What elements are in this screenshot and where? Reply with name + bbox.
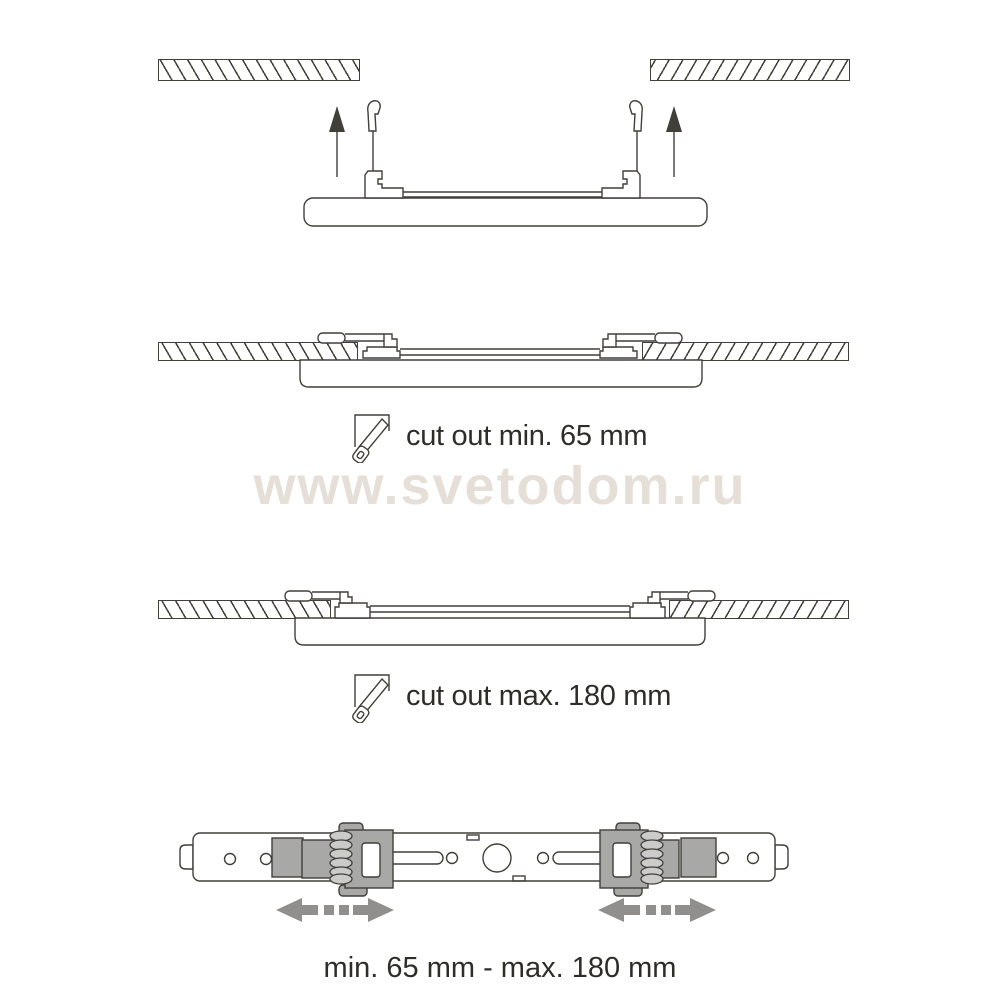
- saw-icon: [352, 414, 390, 463]
- pin-hook-right: [629, 100, 643, 132]
- clip-arm-right: [616, 333, 655, 342]
- clip-hook-left: [317, 332, 346, 344]
- mounting-bracket-right: [629, 602, 666, 619]
- clip-tab-right: [602, 333, 617, 348]
- mounting-bracket-left: [364, 170, 404, 199]
- bar-end-cap-right: [774, 844, 789, 870]
- slide-arrow-dash: [339, 905, 349, 915]
- bar-center-hole: [482, 843, 512, 873]
- fixture-top-plate: [403, 191, 602, 198]
- bar-hole: [536, 851, 550, 865]
- ceiling-panel-step1-left: [158, 59, 360, 81]
- diagram-step1-insert-fixture: [303, 100, 708, 227]
- clip-tab-left: [383, 333, 398, 348]
- up-arrow-left-head: [329, 106, 345, 132]
- annotation-cutout-max: cut out max. 180 mm: [352, 668, 671, 724]
- mounting-bracket-left: [362, 346, 401, 359]
- spring-coil: [329, 873, 353, 885]
- cutout-max-label: cut out max. 180 mm: [406, 679, 672, 712]
- fixture-top-plate: [370, 605, 630, 613]
- up-arrow-right-head: [666, 106, 682, 132]
- slide-arrow-left: [353, 898, 394, 922]
- clip-tab-left: [339, 591, 353, 604]
- pin-hook-left: [367, 100, 381, 132]
- ceiling-panel-step2-left: [158, 342, 358, 361]
- fixture-body: [294, 617, 706, 646]
- bar-hole: [223, 852, 237, 866]
- ceiling-panel-step3-right: [669, 600, 849, 619]
- bar-hole: [445, 851, 459, 865]
- clip-arm-left: [345, 333, 384, 342]
- clip-tab-right: [647, 591, 661, 604]
- fixture-body: [303, 197, 708, 227]
- saw-icon: [352, 674, 390, 723]
- clip-arm-right: [660, 591, 688, 600]
- spring-coil: [640, 873, 664, 885]
- diagram-step4-adjustable-bracket: [179, 822, 789, 922]
- annotation-cutout-min: cut out min. 65 mm: [352, 408, 647, 464]
- bar-hole: [746, 851, 760, 865]
- bar-end-cap-left: [179, 844, 194, 870]
- mounting-bracket-right: [601, 170, 641, 199]
- slide-arrow-right: [598, 898, 640, 922]
- watermark-text: www.svetodom.ru: [253, 456, 747, 516]
- ceiling-panel-step3-left: [158, 600, 331, 619]
- bar-notch-bottom: [512, 875, 526, 882]
- clip-hook-left: [284, 590, 313, 602]
- clip-housing-window-right: [612, 842, 632, 878]
- clip-hook-right: [654, 332, 683, 344]
- slider-block-outer-right: [680, 837, 717, 878]
- bar-hole: [716, 851, 730, 865]
- bar-notch-top: [466, 834, 480, 841]
- mounting-bracket-right: [599, 346, 638, 359]
- fixture-body: [299, 359, 703, 388]
- clip-hook-right: [687, 590, 716, 602]
- range-label: min. 65 mm - max. 180 mm: [323, 952, 677, 984]
- cutout-min-label: cut out min. 65 mm: [406, 419, 648, 452]
- slide-arrow-dash: [324, 905, 334, 915]
- slide-arrow-dash: [661, 905, 671, 915]
- slider-block-outer-left: [271, 837, 304, 878]
- ceiling-panel-step1-right: [650, 59, 850, 81]
- clip-arm-left: [312, 591, 340, 600]
- mounting-bracket-left: [334, 602, 371, 619]
- slide-arrow-left: [276, 898, 318, 922]
- slide-arrow-dash: [646, 905, 656, 915]
- fixture-top-plate: [400, 348, 600, 356]
- diagram-step3-max-cutout: [284, 590, 716, 646]
- diagram-step2-min-cutout: [299, 332, 703, 388]
- slide-arrow-right: [675, 898, 716, 922]
- ceiling-panel-step2-right: [642, 342, 849, 361]
- clip-housing-window-left: [361, 842, 381, 878]
